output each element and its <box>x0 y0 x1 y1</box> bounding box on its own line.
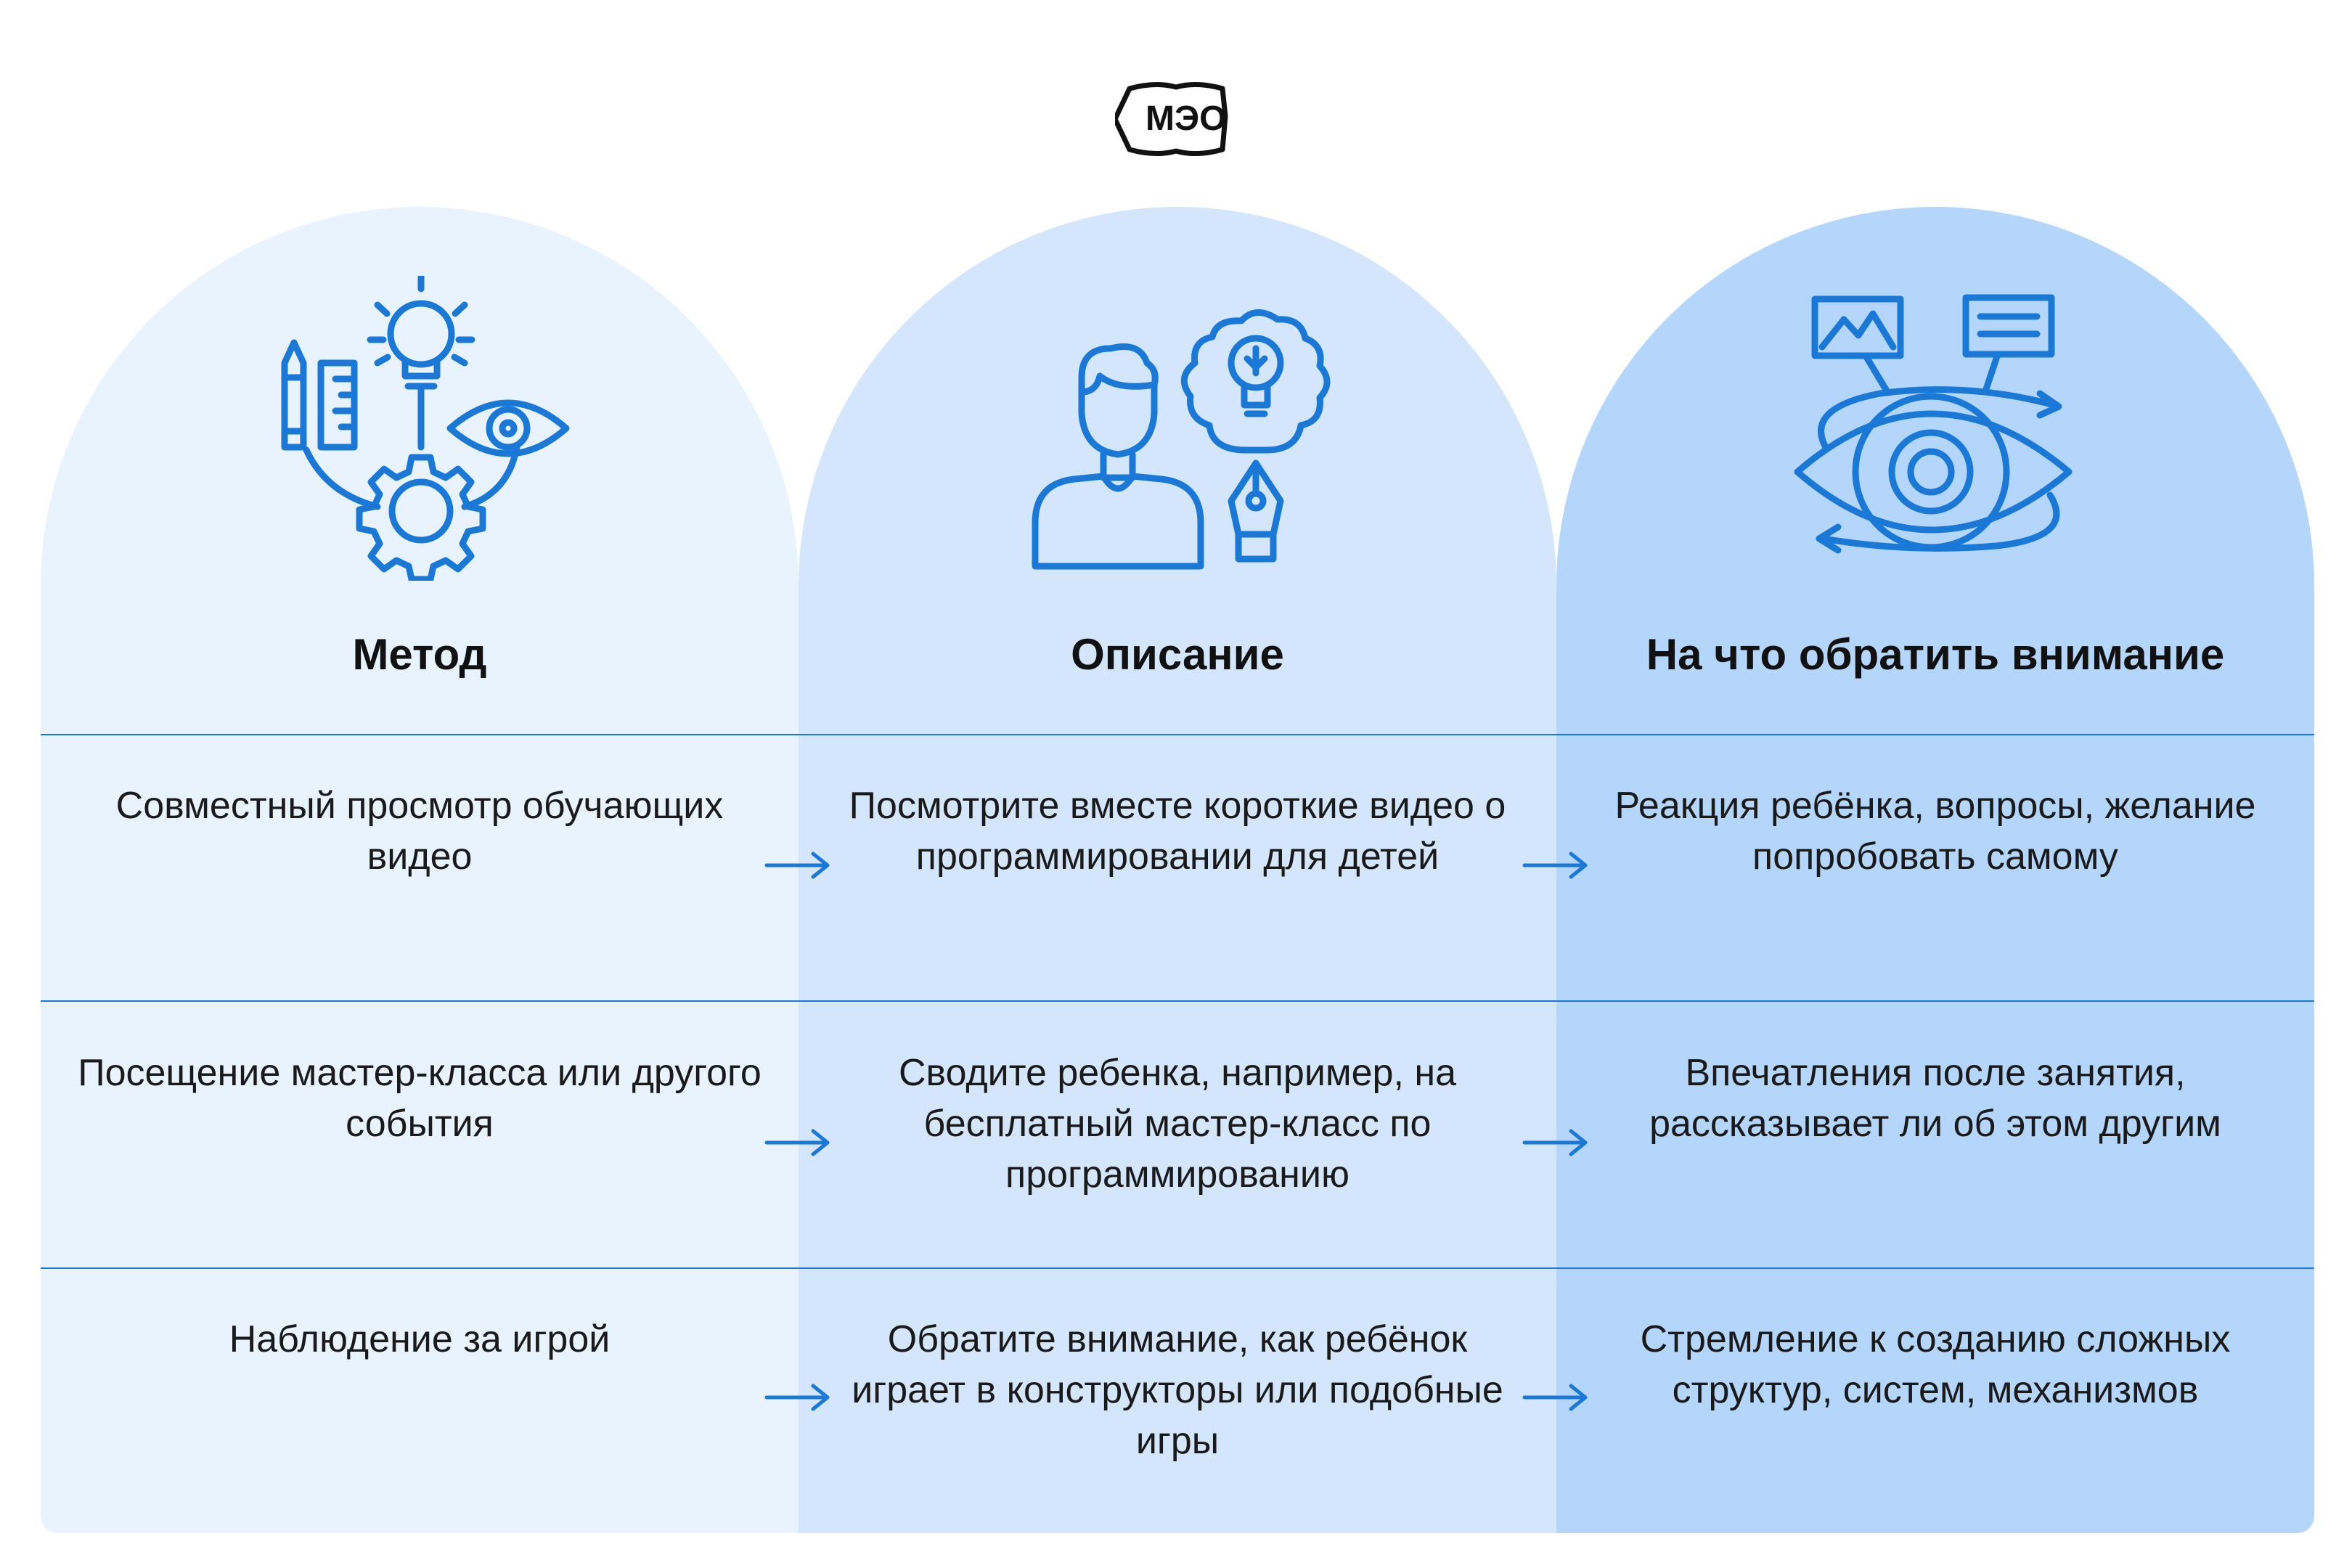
row-3-description: Обратите внимание, как ребёнок играет в … <box>852 1318 1503 1462</box>
arrow-right-icon <box>764 852 830 879</box>
row-divider <box>41 734 2314 735</box>
description-icon <box>1032 309 1331 570</box>
logo-text: МЭО <box>1146 99 1227 138</box>
arrow-right-icon <box>1522 1129 1588 1156</box>
header-description: Описание <box>1071 630 1284 679</box>
row-3-method: Наблюдение за игрой <box>229 1318 611 1360</box>
row-1-method: Совместный просмотр обучающих видео <box>115 785 724 878</box>
row-2-attention: Впечатления после занятия, рассказывает … <box>1649 1052 2221 1145</box>
row-2-method: Посещение мастер-класса или другого собы… <box>78 1052 761 1145</box>
row-divider <box>41 1267 2314 1269</box>
arrow-right-icon <box>764 1384 830 1411</box>
row-divider <box>41 1000 2314 1002</box>
arrow-right-icon <box>1522 1384 1588 1411</box>
attention-icon <box>1794 294 2073 554</box>
column-attention <box>1556 207 2314 1533</box>
row-1-attention: Реакция ребёнка, вопросы, желание попроб… <box>1614 785 2256 878</box>
logo: МЭО <box>1112 80 1237 158</box>
header-method: Метод <box>352 630 487 679</box>
row-1-description: Посмотрите вместе короткие видео о прогр… <box>849 785 1506 878</box>
arrow-right-icon <box>764 1129 830 1156</box>
row-3-attention: Стремление к созданию сложных структур, … <box>1640 1318 2231 1411</box>
arrow-right-icon <box>1522 852 1588 879</box>
column-description <box>799 207 1556 1533</box>
header-attention: На что обратить внимание <box>1646 630 2225 679</box>
row-2-description: Сводите ребенка, например, на бесплатный… <box>898 1052 1457 1196</box>
method-icon <box>281 276 570 581</box>
